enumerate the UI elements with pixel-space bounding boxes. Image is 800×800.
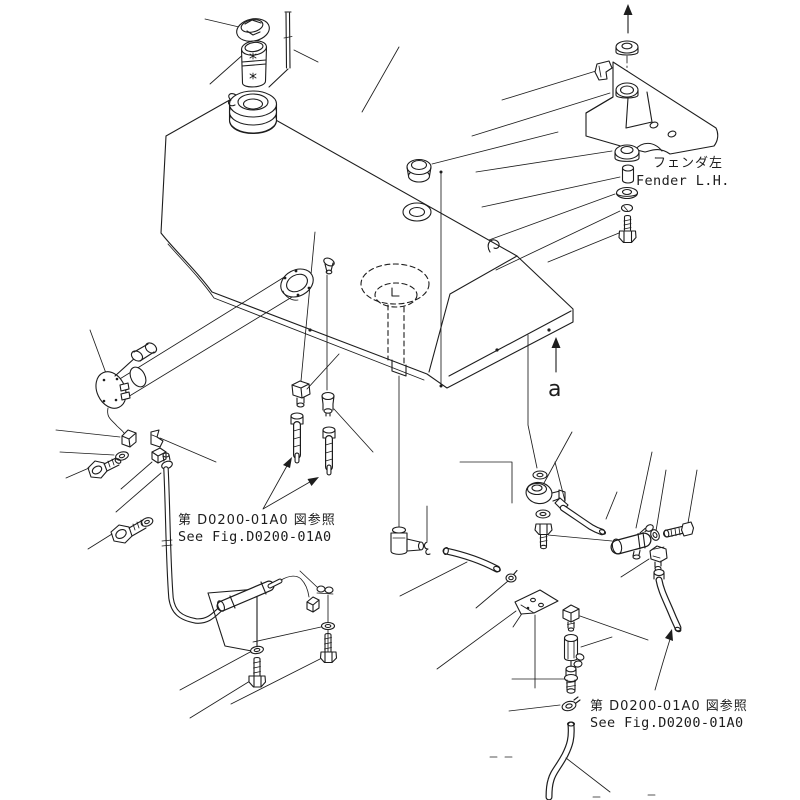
fuel-tube-1 — [290, 412, 304, 464]
wire-connector-cube — [121, 429, 137, 448]
small-washer — [650, 529, 660, 541]
mount-plate — [514, 589, 559, 615]
fender-bracket-assembly: フェンダ左 Fender L.H. — [471, 4, 730, 271]
dipstick-rod — [268, 11, 293, 88]
elbow-fitting — [291, 380, 311, 408]
suction-line — [390, 375, 518, 609]
clamp-clip — [316, 585, 334, 595]
fender-label-jp: フェンダ左 — [653, 156, 723, 171]
line-sensor — [216, 575, 310, 612]
square-nut — [151, 447, 167, 464]
stack-washer — [320, 621, 336, 631]
ref-note-top-en: See Fig.D0200-01A0 — [178, 529, 332, 545]
fuel-sender-assembly — [55, 268, 314, 448]
spring-washer — [620, 203, 634, 213]
stack-bolt — [319, 632, 338, 664]
short-hose — [442, 546, 501, 573]
fender-bracket — [585, 60, 719, 155]
nipple-joint — [663, 521, 695, 538]
filler-neck — [240, 40, 268, 88]
view-marker-a: a — [548, 337, 561, 402]
breather-cap — [406, 131, 559, 183]
connector-cube-2 — [306, 596, 320, 613]
o-ring-2 — [535, 509, 551, 519]
tube-clamp — [561, 696, 581, 712]
banjo-bolt — [534, 523, 553, 550]
outlet-hose — [653, 568, 682, 633]
face-screw — [300, 231, 335, 391]
sender-flange-ring — [280, 268, 314, 301]
hose-clamp — [505, 569, 518, 583]
hose-coupler — [563, 633, 585, 668]
suction-port-dashed — [360, 263, 430, 364]
wire-clip — [150, 429, 164, 448]
cushion-washer — [614, 144, 640, 162]
drain-group: 第 D0200-01A0 図参照 See Fig.D0200-01A0 — [436, 589, 748, 800]
hex-bolt-2 — [110, 519, 147, 544]
valve-group — [547, 451, 698, 691]
ref-note-top-jp: 第 D0200-01A0 図参照 — [178, 512, 336, 528]
tank-leader-line — [361, 46, 400, 113]
flange-hook-clip — [227, 92, 237, 107]
washer-2 — [140, 517, 154, 527]
view-marker-label: a — [548, 377, 561, 402]
washer-top — [615, 40, 639, 56]
drain-tube — [545, 721, 576, 800]
collar — [621, 164, 635, 184]
filler-cap — [236, 18, 270, 42]
fuel-cock-valve — [610, 524, 654, 560]
left-fasteners — [59, 429, 217, 550]
small-clip — [423, 541, 431, 555]
fuel-tube-2 — [322, 426, 336, 476]
panel-nut — [250, 645, 264, 655]
drain-valve — [563, 660, 579, 694]
straight-fitting — [321, 391, 335, 417]
tee-elbow-fitting — [390, 526, 425, 555]
flat-washer — [615, 186, 639, 200]
o-ring-1 — [532, 470, 548, 480]
eye-joint — [525, 481, 566, 505]
square-head-plug — [562, 604, 580, 632]
banjo-assembly — [459, 334, 573, 550]
elbow-pipe — [554, 497, 607, 536]
hook-clip — [487, 239, 500, 253]
mount-bolt — [618, 214, 637, 244]
sender-wire — [107, 407, 125, 434]
fuel-tank-body — [160, 46, 574, 391]
filler-flange — [227, 90, 278, 135]
fender-label-en: Fender L.H. — [636, 173, 730, 189]
ref-note-bottom-en: See Fig.D0200-01A0 — [590, 715, 744, 731]
bracket-tab-clip — [594, 60, 613, 81]
filler-assembly — [204, 11, 319, 135]
sender-plate — [95, 371, 131, 409]
grommet-ring — [402, 170, 443, 388]
ref-note-bottom-jp: 第 D0200-01A0 図参照 — [590, 698, 748, 714]
float-arm — [114, 342, 158, 388]
return-line-assembly: 第 D0200-01A0 図参照 See Fig.D0200-01A0 — [115, 452, 338, 719]
elbow-fitting-2 — [649, 545, 668, 572]
washer — [115, 451, 129, 461]
mid-fittings — [262, 353, 374, 510]
panel-bolt — [248, 656, 267, 688]
hex-bolt — [87, 457, 122, 479]
